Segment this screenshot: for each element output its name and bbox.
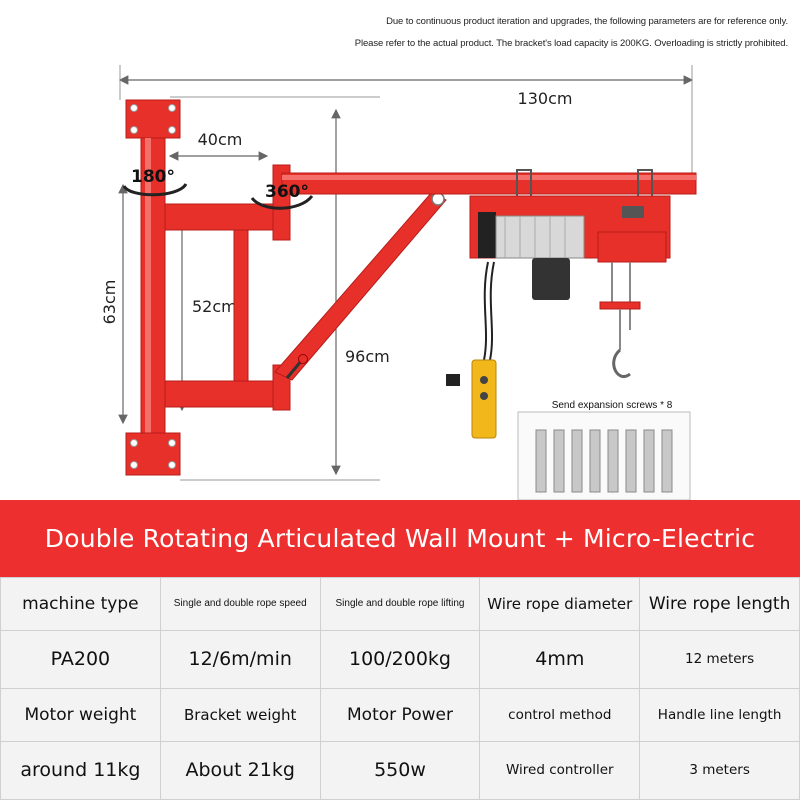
dimension-arm-offset: 40cm — [168, 130, 269, 161]
table-cell: 12/6m/min — [159, 629, 321, 689]
rotation-pole-indicator: 180° — [122, 167, 188, 197]
dimension-label-96: 96cm — [345, 347, 390, 366]
table-cell: around 11kg — [0, 740, 161, 800]
table-cell: Wired controller — [479, 740, 641, 800]
rotation-label-360: 360° — [265, 182, 309, 202]
table-cell: 100/200kg — [319, 629, 481, 689]
dimension-label-130: 130cm — [518, 89, 573, 108]
banner-title: Double Rotating Articulated Wall Mount +… — [44, 524, 756, 553]
table-cell: 550w — [319, 740, 481, 800]
table-cell: 3 meters — [639, 740, 800, 800]
dimension-total-height: 96cm — [170, 96, 390, 481]
table-row: machine type Single and double rope spee… — [0, 577, 800, 631]
notice-reference: Due to continuous product iteration and … — [386, 16, 788, 27]
electric-hoist — [446, 195, 671, 439]
table-cell: PA200 — [0, 629, 161, 689]
table-cell: machine type — [0, 577, 161, 631]
product-diagram: 130cm 40cm 63cm 52cm 96cm — [100, 65, 697, 500]
expansion-screws-panel: Send expansion screws * 8 — [517, 400, 691, 500]
table-cell: About 21kg — [159, 740, 321, 800]
product-banner: Double Rotating Articulated Wall Mount +… — [0, 500, 800, 577]
table-cell: Wire rope diameter — [479, 577, 641, 631]
rotation-label-180: 180° — [131, 167, 175, 187]
table-row: Motor weight Bracket weight Motor Power … — [0, 687, 800, 742]
horizontal-boom — [281, 169, 697, 201]
dimension-label-52: 52cm — [192, 297, 237, 316]
table-cell: 4mm — [479, 629, 641, 689]
dimension-label-40: 40cm — [198, 130, 243, 149]
table-cell: Handle line length — [639, 687, 800, 742]
table-cell: Single and double rope speed — [159, 577, 321, 631]
dimension-label-63: 63cm — [100, 280, 119, 325]
spec-table: machine type Single and double rope spee… — [0, 577, 800, 800]
dimension-total-width: 130cm — [118, 65, 694, 180]
table-row: around 11kg About 21kg 550w Wired contro… — [0, 740, 800, 800]
table-cell: control method — [479, 687, 641, 742]
dimension-pole-height: 63cm — [100, 183, 128, 425]
notice-load-capacity: Please refer to the actual product. The … — [354, 38, 788, 49]
table-cell: 12 meters — [639, 629, 800, 689]
table-cell: Motor weight — [0, 687, 161, 742]
table-cell: Bracket weight — [159, 687, 321, 742]
table-cell: Single and double rope lifting — [319, 577, 481, 631]
dimension-inner-height: 52cm — [177, 208, 237, 412]
wall-pole — [125, 99, 181, 476]
table-row: PA200 12/6m/min 100/200kg 4mm 12 meters — [0, 629, 800, 689]
screws-caption: Send expansion screws * 8 — [552, 400, 673, 411]
table-cell: Motor Power — [319, 687, 481, 742]
rotation-arm-indicator: 360° — [250, 182, 314, 210]
table-cell: Wire rope length — [639, 577, 800, 631]
